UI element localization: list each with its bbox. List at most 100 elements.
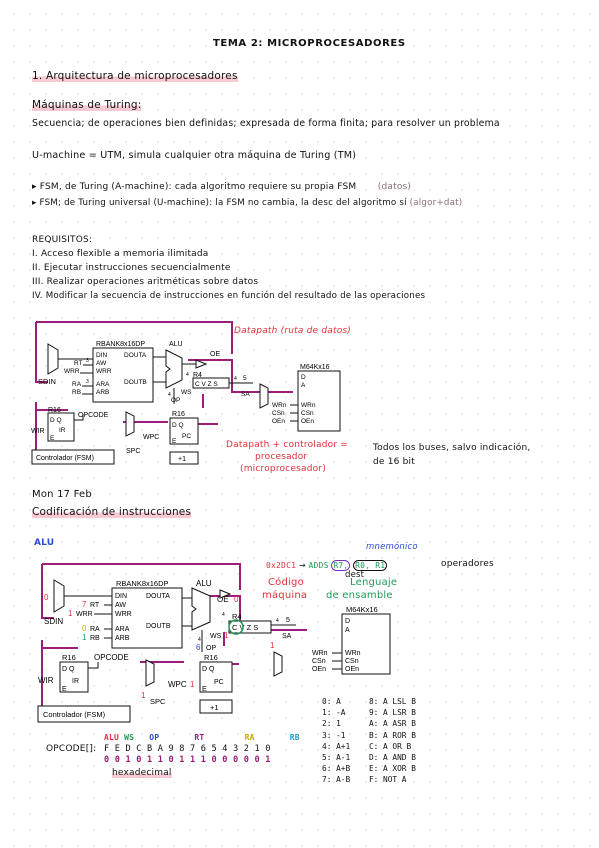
fsm-line-1: ▸ FSM, de Turing (A-machine): cada algor… [32, 182, 412, 192]
op-row: 3: -1 B: A ROR B [322, 730, 416, 740]
op-row: 2: 1 A: A ASR B [322, 719, 416, 729]
svg-text:RBANK8x16DP: RBANK8x16DP [116, 579, 169, 588]
svg-text:3: 3 [86, 358, 89, 364]
svg-text:R4: R4 [232, 612, 242, 621]
svg-text:OP: OP [206, 645, 216, 652]
opcode-label: OPCODE[]: [46, 744, 97, 754]
svg-text:WS: WS [181, 389, 192, 396]
svg-text:4: 4 [222, 612, 225, 618]
svg-text:WS: WS [210, 633, 222, 640]
svg-text:SDIN: SDIN [44, 617, 63, 626]
svg-text:+1: +1 [210, 703, 219, 712]
svg-text:AW: AW [115, 602, 126, 609]
alu-op-table: 0: A 8: A LSL B 1: -A 9: A LSR B 2: 1 A:… [322, 696, 416, 786]
svg-text:WRR: WRR [96, 368, 112, 375]
svg-text:IR: IR [72, 678, 79, 685]
svg-text:WRR: WRR [64, 368, 80, 375]
svg-text:M64Kx16: M64Kx16 [300, 364, 330, 371]
svg-text:0: 0 [44, 593, 49, 602]
svg-text:OPCODE: OPCODE [94, 653, 129, 662]
svg-text:SA: SA [282, 633, 292, 640]
dest-label: dest [345, 570, 365, 580]
svg-text:DOUTA: DOUTA [146, 593, 170, 600]
svg-text:WRn: WRn [345, 650, 361, 657]
hexadecimal-label: hexadecimal [112, 768, 172, 778]
svg-text:ARA: ARA [115, 626, 130, 633]
datapath-controlador-label: Datapath + controlador = [226, 440, 349, 450]
svg-text:WRn: WRn [312, 650, 328, 657]
svg-text:SPC: SPC [150, 697, 166, 706]
svg-text:M64Kx16: M64Kx16 [346, 605, 378, 614]
turing-line-1: Secuencia; de operaciones bien definidas… [32, 118, 500, 129]
svg-text:ARA: ARA [96, 381, 110, 388]
svg-text:1: 1 [68, 609, 73, 618]
svg-text:OEn: OEn [272, 418, 285, 425]
op-row: 5: A-1 D: A AND B [322, 753, 416, 763]
svg-text:PC: PC [182, 433, 191, 440]
codigo-label: Código [268, 577, 304, 588]
svg-text:C V Z S: C V Z S [232, 623, 258, 632]
svg-text:WRn: WRn [272, 402, 287, 409]
op-row: 6: A+B E: A XOR B [322, 764, 416, 774]
svg-text:1: 1 [224, 631, 229, 640]
svg-text:SDIN: SDIN [38, 377, 56, 386]
svg-text:ARB: ARB [96, 389, 109, 396]
svg-text:4: 4 [198, 637, 201, 643]
svg-text:R16: R16 [48, 407, 61, 414]
svg-text:D Q: D Q [50, 417, 62, 424]
codificacion-heading: Codificación de instrucciones [32, 506, 192, 518]
svg-text:E: E [50, 435, 55, 442]
svg-text:R16: R16 [204, 653, 218, 662]
mnemonico-label: mnemónico [366, 542, 418, 552]
svg-text:0: 0 [234, 595, 239, 604]
svg-text:AW: AW [96, 360, 107, 367]
op-row: 4: A+1 C: A OR B [322, 741, 412, 751]
svg-text:+1: +1 [178, 456, 186, 463]
svg-text:R4: R4 [193, 372, 202, 379]
svg-text:3: 3 [86, 379, 89, 385]
svg-text:CSn: CSn [272, 410, 285, 417]
svg-text:DOUTA: DOUTA [124, 352, 147, 359]
ensamble-label: de ensamble [326, 590, 393, 601]
datapath-diagram-1: SDIN RBANK8x16DP DIN DOUTA AW WRR ARA AR… [31, 321, 341, 465]
svg-text:OE: OE [217, 595, 229, 604]
svg-text:0: 0 [82, 624, 87, 633]
svg-text:R16: R16 [62, 653, 76, 662]
svg-text:D: D [301, 374, 306, 381]
svg-text:WPC: WPC [168, 680, 187, 689]
section-heading: 1. Arquitectura de microprocesadores [32, 70, 238, 82]
datapath-diagram-2: SDIN RBANK8x16DP DIN DOUTA AW WRR ARA AR… [37, 563, 391, 723]
svg-text:4: 4 [168, 392, 171, 398]
procesador-label: procesador [255, 452, 308, 462]
requisito-item: II. Ejecutar instrucciones secuencialmen… [32, 263, 231, 273]
svg-text:CSn: CSn [301, 410, 314, 417]
svg-text:RA: RA [90, 626, 100, 633]
turing-line-2: U-machine = UTM, simula cualquier otra m… [32, 150, 357, 161]
svg-text:WPC: WPC [143, 434, 159, 441]
opcode-positions: F E D C B A 9 8 7 6 5 4 3 2 1 0 [104, 744, 271, 754]
svg-text:4: 4 [186, 372, 189, 378]
svg-text:RA: RA [72, 381, 82, 388]
svg-text:5: 5 [286, 617, 290, 624]
op-row: 0: A 8: A LSL B [322, 697, 416, 706]
svg-text:OPCODE: OPCODE [78, 412, 109, 419]
svg-text:DOUTB: DOUTB [146, 623, 171, 630]
svg-text:1: 1 [270, 641, 275, 650]
svg-text:OE: OE [210, 351, 220, 358]
svg-text:SA: SA [241, 391, 250, 398]
svg-text:1: 1 [82, 633, 87, 642]
svg-text:WRn: WRn [301, 402, 316, 409]
instruction-line: 0x2DC1 → ADDS R7, R0, R1 [266, 560, 388, 571]
svg-text:DOUTB: DOUTB [124, 379, 147, 386]
maquina-label: máquina [262, 590, 308, 601]
svg-text:CSn: CSn [312, 658, 326, 665]
operadores-label: operadores [441, 559, 494, 569]
requisito-item: I. Acceso flexible a memoria ilimitada [32, 249, 209, 259]
svg-text:1: 1 [141, 691, 146, 700]
svg-text:WRR: WRR [115, 611, 132, 618]
svg-text:7: 7 [82, 600, 87, 609]
svg-text:CSn: CSn [345, 658, 359, 665]
lenguaje-label: Lenguaje [350, 577, 398, 588]
svg-text:RB: RB [90, 635, 100, 642]
page-title: TEMA 2: MICROPROCESADORES [213, 38, 406, 49]
